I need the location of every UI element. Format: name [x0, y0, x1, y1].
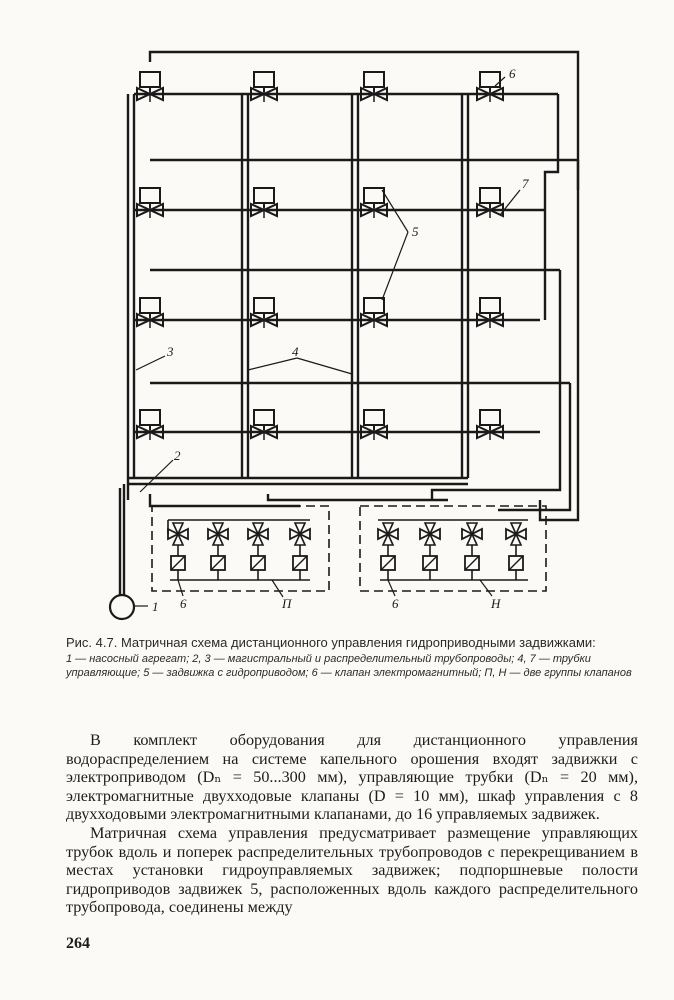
- body-text: В комплект оборудования для дистанционно…: [66, 731, 638, 917]
- label-1: 1: [152, 599, 159, 614]
- paragraph-2: Матричная схема управления предусматрива…: [66, 823, 638, 917]
- label-5: 5: [412, 224, 419, 239]
- caption-legend: 1 — насосный агрегат; 2, 3 — магистральн…: [66, 653, 632, 679]
- label-P: П: [281, 596, 293, 611]
- label-6-right: 6: [392, 596, 399, 611]
- pump-symbol: [108, 593, 136, 621]
- label-6-left: 6: [180, 596, 187, 611]
- caption-title: Рис. 4.7. Матричная схема дистанционного…: [66, 635, 596, 650]
- page-number: 264: [66, 935, 90, 952]
- label-7: 7: [522, 176, 529, 191]
- label-3: 3: [166, 344, 174, 359]
- paragraph-1: В комплект оборудования для дистанционно…: [66, 731, 638, 824]
- figure-matrix-scheme: 6 7 5 3 4 2 1 6 П 6 Н: [108, 50, 580, 621]
- figure-caption: Рис. 4.7. Матричная схема дистанционного…: [66, 635, 636, 680]
- label-6-top: 6: [509, 66, 516, 81]
- label-N: Н: [490, 596, 501, 611]
- label-4: 4: [292, 344, 299, 359]
- label-2: 2: [174, 448, 181, 463]
